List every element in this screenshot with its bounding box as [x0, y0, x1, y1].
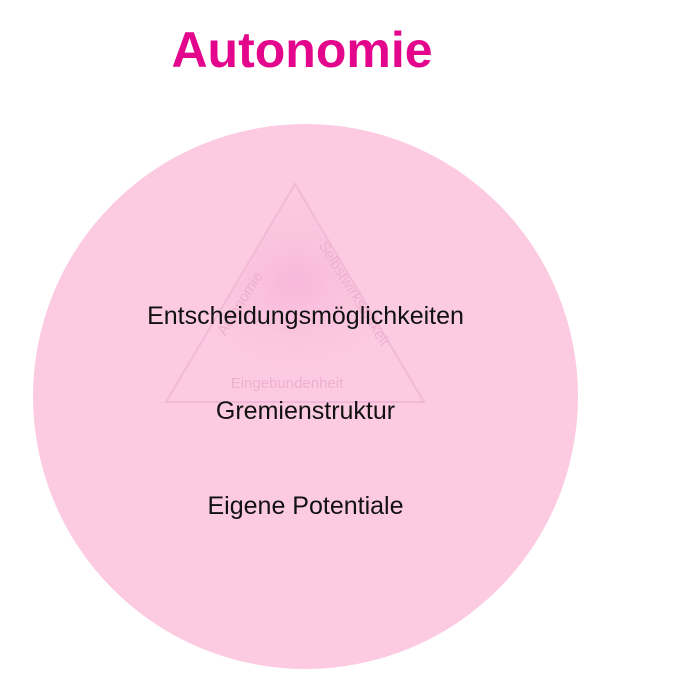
item-gremienstruktur: Gremienstruktur	[215, 397, 396, 425]
item-entscheidungsmoeglichkeiten: Entscheidungsmöglichkeiten	[147, 302, 464, 330]
slide-title: Autonomie	[171, 22, 433, 78]
triangle-watermark: Autonomie Selbstwirksamkeit Eingebundenh…	[164, 182, 426, 403]
item-eigene-potentiale: Eigene Potentiale	[207, 492, 404, 520]
watermark-triangle	[164, 182, 426, 403]
watermark-label-bottom: Eingebundenheit	[231, 375, 344, 392]
